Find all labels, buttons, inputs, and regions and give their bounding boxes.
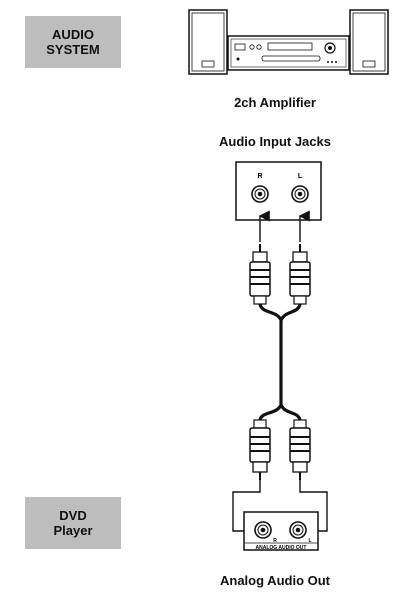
input-jack-left-label: L xyxy=(298,173,303,180)
lower-rca-plug-left xyxy=(289,419,311,480)
dvd-player-tag: DVD Player xyxy=(25,497,121,549)
output-jack-right xyxy=(254,521,272,539)
upper-rca-plug-right xyxy=(249,244,271,305)
input-jack-panel: R L xyxy=(235,161,322,221)
output-connection-lines xyxy=(232,480,328,532)
input-jack-right xyxy=(251,185,269,203)
output-jack-right-label: R xyxy=(273,538,277,544)
input-jack-left xyxy=(291,185,309,203)
audio-system-tag-line1: AUDIO xyxy=(52,27,94,42)
left-speaker-icon xyxy=(188,9,228,75)
rca-cable xyxy=(258,303,302,421)
analog-out-caption: Analog Audio Out xyxy=(220,573,330,588)
audio-system-illustration xyxy=(188,9,389,75)
input-jacks-caption: Audio Input Jacks xyxy=(219,134,331,149)
audio-system-tag-line2: SYSTEM xyxy=(46,42,100,57)
output-jack-left-label: L xyxy=(308,538,311,544)
output-jack-panel: R L ANALOG AUDIO OUT xyxy=(243,511,319,551)
right-speaker-icon xyxy=(349,9,389,75)
amplifier-icon xyxy=(227,35,350,71)
input-jack-right-label: R xyxy=(257,173,262,180)
audio-system-tag: AUDIO SYSTEM xyxy=(25,16,121,68)
lower-rca-plug-right xyxy=(249,419,271,480)
output-jack-left xyxy=(289,521,307,539)
dvd-player-tag-line2: Player xyxy=(53,523,93,538)
dvd-player-tag-line1: DVD xyxy=(59,508,87,523)
amplifier-caption: 2ch Amplifier xyxy=(234,95,316,110)
output-panel-label: ANALOG AUDIO OUT xyxy=(256,545,307,551)
upper-rca-plug-left xyxy=(289,244,311,305)
